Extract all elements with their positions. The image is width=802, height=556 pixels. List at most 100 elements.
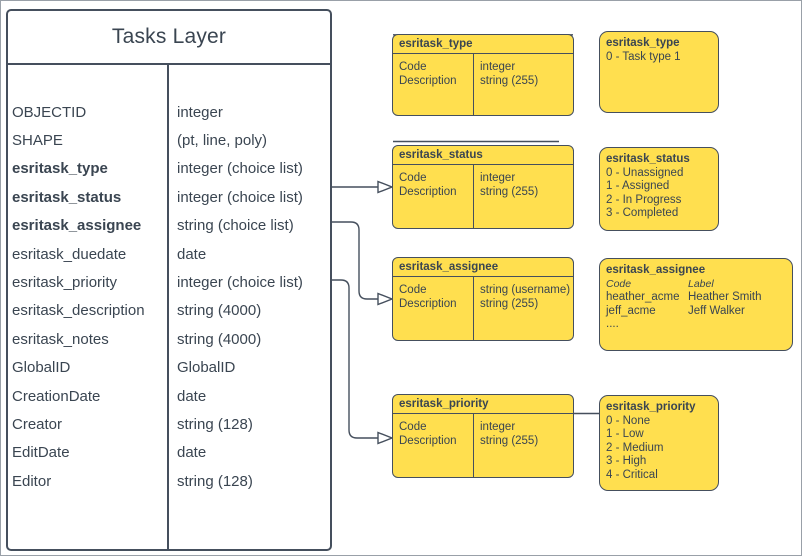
field-type: string (username) bbox=[480, 284, 571, 296]
assignee-code: jeff_acme bbox=[606, 304, 656, 317]
field-row: Creator string (128) bbox=[8, 410, 330, 438]
field-name: OBJECTID bbox=[12, 103, 87, 121]
field-type: string (255) bbox=[480, 185, 539, 198]
field-type: integer bbox=[480, 61, 516, 73]
field-type: string (255) bbox=[480, 74, 539, 87]
field-name: GlobalID bbox=[12, 359, 71, 377]
field-row: esritask_notes string (4000) bbox=[8, 325, 330, 353]
field-name: esritask_priority bbox=[12, 274, 118, 292]
field-type: integer bbox=[480, 172, 516, 184]
field-name: SHAPE bbox=[12, 132, 63, 150]
connector-assignee-line bbox=[332, 221, 378, 300]
value-item: 0 - Task type 1 bbox=[606, 50, 681, 63]
schema-box-esritask-assignee: esritask_assignee Code Description strin… bbox=[392, 257, 574, 341]
field-name: esritask_assignee bbox=[12, 217, 142, 235]
field-label: Code bbox=[399, 61, 427, 73]
field-row: esritask_duedate date bbox=[8, 240, 330, 268]
value-item: 1 - Assigned bbox=[606, 180, 670, 192]
field-label: Code bbox=[399, 284, 427, 296]
field-type: string (128) bbox=[177, 415, 253, 433]
field-type: date bbox=[177, 387, 207, 405]
field-label: Description bbox=[399, 434, 457, 447]
field-row: Editor string (128) bbox=[8, 467, 330, 495]
assignee-more-indicator: .... bbox=[606, 318, 619, 330]
schema-box-title: esritask_type bbox=[393, 35, 573, 54]
assignee-label: Heather Smith bbox=[688, 291, 762, 303]
tasks-layer-title: Tasks Layer bbox=[8, 11, 330, 65]
field-type: string (255) bbox=[480, 297, 539, 310]
column-header-label: Label bbox=[688, 277, 714, 290]
value-item: 2 - In Progress bbox=[606, 193, 682, 206]
field-row: esritask_description string (4000) bbox=[8, 297, 330, 325]
value-item: 3 - Completed bbox=[606, 207, 679, 219]
value-box-title: esritask_status bbox=[606, 153, 690, 165]
field-type: string (128) bbox=[177, 472, 253, 490]
field-row: esritask_assignee string (choice list) bbox=[8, 212, 330, 240]
field-name: esritask_duedate bbox=[12, 245, 127, 263]
field-row: SHAPE (pt, line, poly) bbox=[8, 126, 330, 154]
value-box-title: esritask_priority bbox=[606, 401, 696, 413]
arrowhead-status-icon bbox=[377, 180, 394, 194]
field-type: date bbox=[177, 444, 207, 462]
arrowhead-priority-icon bbox=[377, 431, 394, 445]
assignee-label: Jeff Walker bbox=[688, 304, 745, 317]
connector-priority-line bbox=[332, 279, 378, 439]
value-box-esritask-type: esritask_type 0 - Task type 1 bbox=[599, 31, 719, 113]
field-type: string (4000) bbox=[177, 330, 262, 348]
value-box-title: esritask_type bbox=[606, 37, 680, 49]
arrowhead-assignee-icon bbox=[377, 292, 394, 306]
field-label: Description bbox=[399, 297, 457, 310]
value-box-esritask-assignee: esritask_assignee Code Label heather_acm… bbox=[599, 258, 793, 351]
field-label: Code bbox=[399, 172, 427, 184]
value-item: 4 - Critical bbox=[606, 468, 658, 481]
schema-box-esritask-priority: esritask_priority Code Description integ… bbox=[392, 394, 574, 478]
field-type: string (255) bbox=[480, 434, 539, 447]
field-name: esritask_status bbox=[12, 188, 122, 206]
schema-box-title: esritask_status bbox=[393, 146, 573, 165]
field-name: esritask_notes bbox=[12, 330, 109, 348]
field-type: GlobalID bbox=[177, 359, 236, 377]
field-row: EditDate date bbox=[8, 439, 330, 467]
field-row: CreationDate date bbox=[8, 382, 330, 410]
field-type: (pt, line, poly) bbox=[177, 132, 268, 150]
schema-box-title: esritask_priority bbox=[393, 395, 573, 414]
column-header-code: Code bbox=[606, 277, 632, 290]
field-type: integer (choice list) bbox=[177, 188, 303, 206]
field-name: esritask_type bbox=[12, 160, 108, 178]
field-type: date bbox=[177, 245, 207, 263]
field-type: integer (choice list) bbox=[177, 274, 303, 292]
field-type: integer bbox=[177, 103, 223, 121]
field-name: CreationDate bbox=[12, 387, 101, 405]
field-row: esritask_type integer (choice list) bbox=[8, 155, 330, 183]
field-label: Description bbox=[399, 74, 457, 87]
value-item: 0 - Unassigned bbox=[606, 166, 684, 179]
value-list: 0 - Task type 1 bbox=[606, 51, 712, 65]
field-name: Creator bbox=[12, 415, 63, 433]
value-item: 2 - Medium bbox=[606, 441, 664, 454]
field-name: Editor bbox=[12, 472, 52, 490]
value-item: 1 - Low bbox=[606, 428, 644, 440]
field-type: integer (choice list) bbox=[177, 160, 303, 178]
field-label: Code bbox=[399, 421, 427, 433]
value-box-title: esritask_assignee bbox=[606, 264, 706, 276]
schema-box-title: esritask_assignee bbox=[393, 258, 573, 277]
field-name: EditDate bbox=[12, 444, 70, 462]
assignee-code: heather_acme bbox=[606, 291, 680, 303]
field-name: esritask_description bbox=[12, 302, 145, 320]
schema-box-esritask-status: esritask_status Code Description integer… bbox=[392, 145, 574, 229]
assignee-code-label-table: Code Label heather_acme Heather Smith jeff… bbox=[606, 278, 786, 319]
field-row: OBJECTID integer bbox=[8, 98, 330, 126]
value-item: 0 - None bbox=[606, 414, 651, 427]
field-type: string (choice list) bbox=[177, 217, 294, 235]
field-type: integer bbox=[480, 421, 516, 433]
field-row: esritask_status integer (choice list) bbox=[8, 183, 330, 211]
field-type: string (4000) bbox=[177, 302, 262, 320]
field-label: Description bbox=[399, 185, 457, 198]
